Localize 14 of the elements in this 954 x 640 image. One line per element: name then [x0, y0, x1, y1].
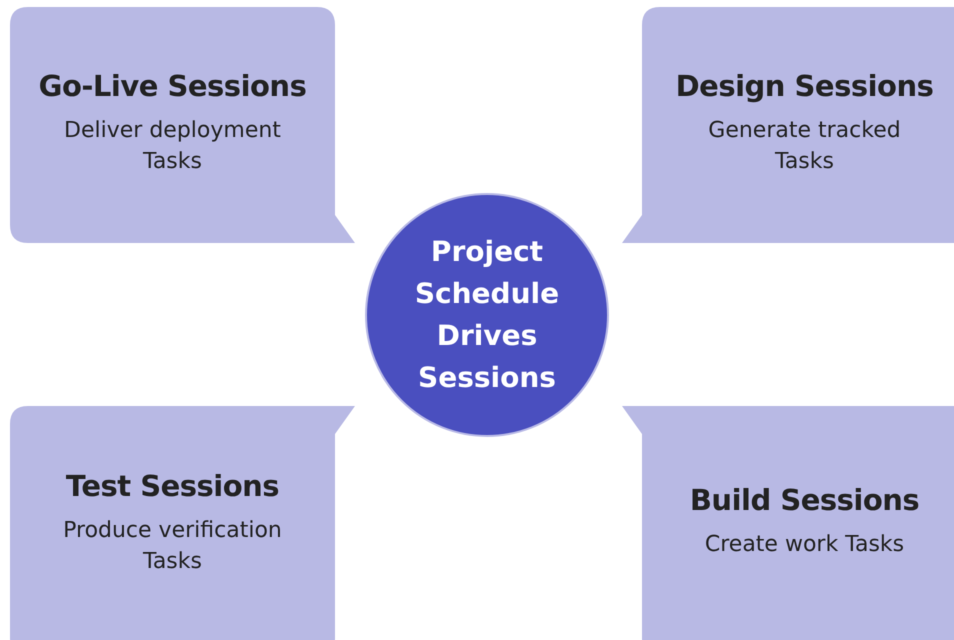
center-circle: [364, 192, 610, 438]
bubble-description: Produce verification Tasks: [62, 517, 283, 576]
bubble-description: Generate tracked Tasks: [707, 117, 902, 176]
speech-bubble: [621, 405, 954, 640]
bubble-description: Deliver deployment Tasks: [63, 117, 282, 176]
bubble-title: Test Sessions: [66, 469, 280, 503]
bubble-title: Design Sessions: [676, 69, 934, 103]
bubble-title: Build Sessions: [690, 483, 920, 517]
speech-bubble: [10, 7, 356, 244]
bubble-description: Create work Tasks: [704, 531, 906, 559]
speech-bubble: [10, 405, 356, 640]
center-title: Project Schedule Drives Sessions: [414, 234, 560, 396]
bubble-title: Go-Live Sessions: [38, 69, 306, 103]
speech-bubble: [621, 7, 954, 244]
